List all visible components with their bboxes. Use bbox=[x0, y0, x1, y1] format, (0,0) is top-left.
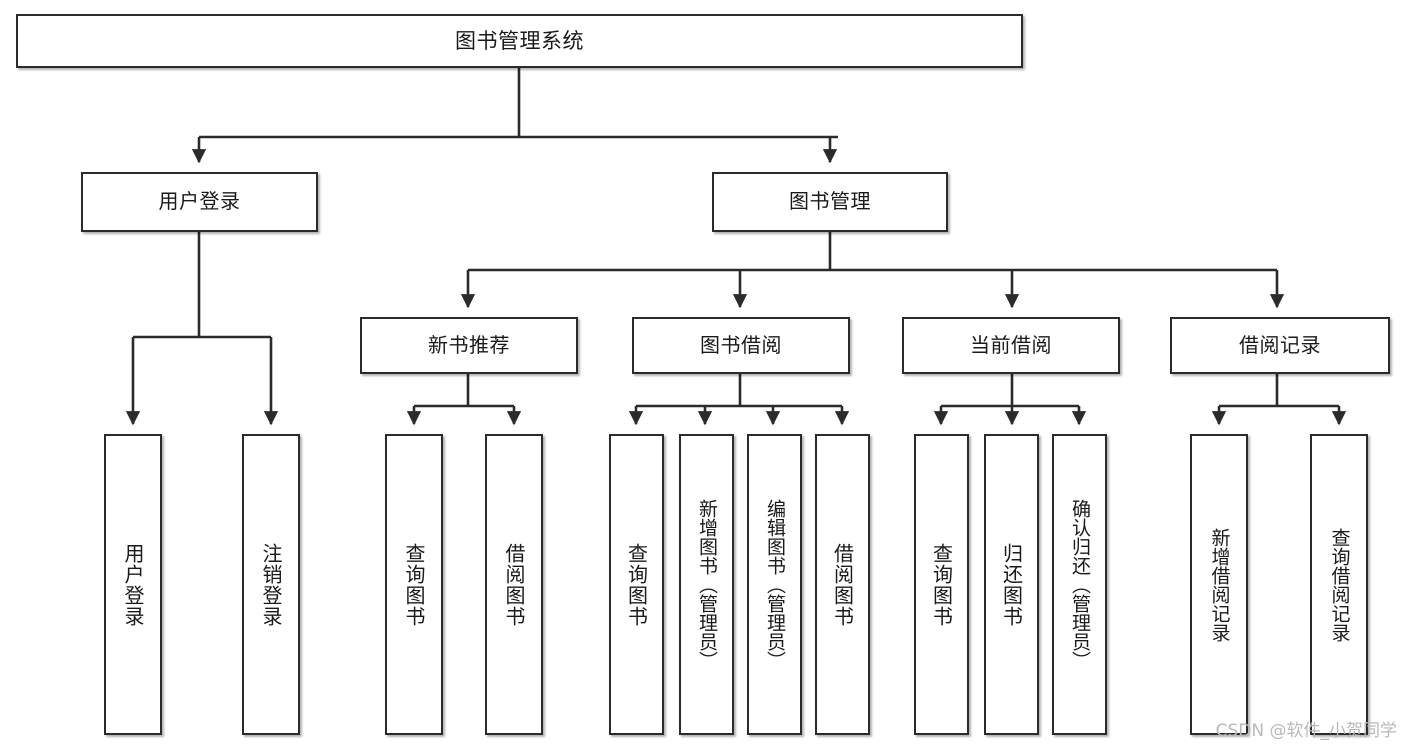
node-label: 借阅图书 bbox=[502, 542, 526, 627]
leaf-add-book-admin[interactable]: 新增图书（管理员） bbox=[679, 434, 734, 735]
node-label: 注销登录 bbox=[259, 542, 283, 627]
node-label: 确认归还（管理员） bbox=[1069, 499, 1091, 670]
node-loan-records[interactable]: 借阅记录 bbox=[1170, 317, 1390, 374]
leaf-query-book-recommendation[interactable]: 查询图书 bbox=[385, 434, 443, 735]
node-label: 查询借阅记录 bbox=[1328, 527, 1351, 642]
node-label: 归还图书 bbox=[999, 542, 1024, 627]
leaf-edit-book-admin[interactable]: 编辑图书（管理员） bbox=[747, 434, 802, 735]
node-label: 查询图书 bbox=[402, 542, 426, 627]
node-label: 新书推荐 bbox=[428, 332, 510, 357]
node-label: 借阅记录 bbox=[1239, 332, 1321, 357]
node-label: 借阅图书 bbox=[830, 542, 855, 627]
node-new-book-recommendation[interactable]: 新书推荐 bbox=[360, 317, 578, 374]
leaf-query-loan-record[interactable]: 查询借阅记录 bbox=[1310, 434, 1368, 735]
leaf-add-loan-record[interactable]: 新增借阅记录 bbox=[1190, 434, 1248, 735]
node-label: 查询图书 bbox=[929, 542, 954, 627]
leaf-user-login[interactable]: 用户登录 bbox=[104, 434, 162, 735]
leaf-borrow-book[interactable]: 借阅图书 bbox=[815, 434, 870, 735]
node-book-management[interactable]: 图书管理 bbox=[712, 172, 948, 232]
leaf-confirm-return-admin[interactable]: 确认归还（管理员） bbox=[1052, 434, 1107, 735]
node-label: 用户登录 bbox=[158, 189, 241, 214]
leaf-user-logout[interactable]: 注销登录 bbox=[242, 434, 300, 735]
leaf-query-book[interactable]: 查询图书 bbox=[609, 434, 664, 735]
node-label: 用户登录 bbox=[121, 542, 145, 627]
node-label: 图书管理 bbox=[789, 189, 871, 214]
node-book-borrowing[interactable]: 图书借阅 bbox=[632, 317, 850, 374]
node-user-login[interactable]: 用户登录 bbox=[81, 172, 318, 232]
leaf-query-book-current-loan[interactable]: 查询图书 bbox=[914, 434, 969, 735]
node-current-loans[interactable]: 当前借阅 bbox=[902, 317, 1120, 374]
node-root-system[interactable]: 图书管理系统 bbox=[16, 14, 1023, 68]
node-label: 查询图书 bbox=[624, 542, 649, 627]
node-label: 图书借阅 bbox=[700, 332, 782, 357]
watermark: CSDN @软件_小贺同学 bbox=[1215, 721, 1397, 741]
node-label: 当前借阅 bbox=[970, 332, 1052, 357]
node-label: 新增图书（管理员） bbox=[696, 499, 718, 670]
leaf-borrow-book-recommendation[interactable]: 借阅图书 bbox=[485, 434, 543, 735]
leaf-return-book[interactable]: 归还图书 bbox=[984, 434, 1039, 735]
node-label: 新增借阅记录 bbox=[1208, 527, 1231, 642]
node-label: 编辑图书（管理员） bbox=[764, 499, 786, 670]
node-label: 图书管理系统 bbox=[455, 28, 584, 53]
